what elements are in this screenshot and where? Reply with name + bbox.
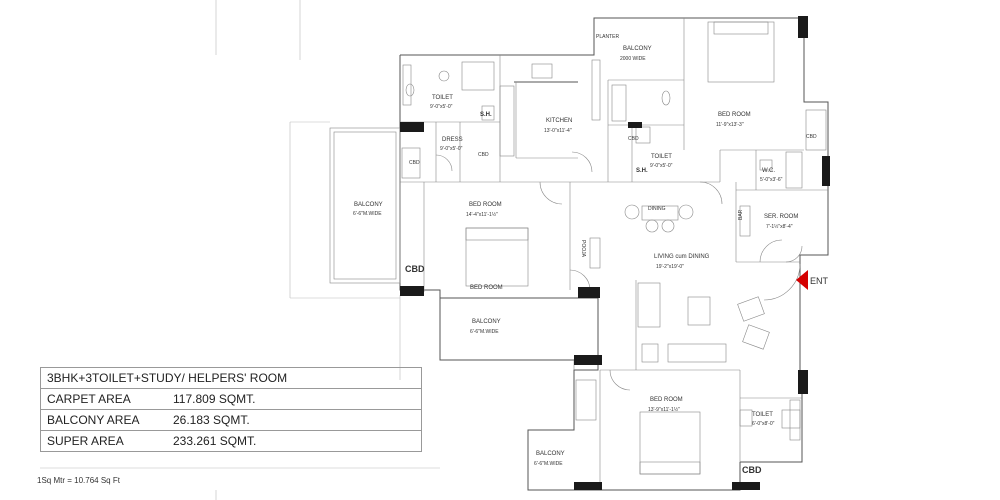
- bed-room-ne-dim: 11'-9"x13'-3": [716, 122, 744, 128]
- entry-label: ENT: [810, 276, 829, 286]
- carpet-area-value: 117.809 SQMT.: [167, 388, 422, 410]
- tag-labels: CBD CBD CBD CBD CBD CBD POOJA BAR ENT: [405, 134, 829, 475]
- area-row-carpet: CARPET AREA 117.809 SQMT.: [40, 388, 422, 410]
- conversion-note: 1Sq Mtr = 10.764 Sq Ft: [37, 476, 120, 485]
- balcony-mid-dim: 6'-6"M.WIDE: [470, 329, 499, 335]
- balcony-sw-dim: 6'-6"M.WIDE: [534, 461, 563, 467]
- balcony-sw-label: BALCONY: [536, 451, 565, 457]
- area-table: 3BHK+3TOILET+STUDY/ HELPERS' ROOM CARPET…: [40, 367, 422, 452]
- balcony-west-dim: 6'-6"M.WIDE: [353, 211, 382, 217]
- balcony-mid-label: BALCONY: [472, 319, 501, 325]
- bed-room-s-label: BED ROOM: [650, 397, 683, 403]
- wc-label: W.C.: [762, 168, 775, 174]
- kitchen-label: KITCHEN: [546, 118, 572, 124]
- cbd-label-bedroom: CBD: [806, 134, 817, 140]
- toilet-2-dim: 9'-0"x5'-0": [650, 163, 673, 169]
- super-area-value: 233.261 SQMT.: [167, 430, 422, 452]
- balcony-west: [329, 127, 401, 284]
- outer-walls: [399, 17, 829, 491]
- balcony-top-dim: 2000 WIDE: [620, 56, 646, 62]
- bed-room-ne-label: BED ROOM: [718, 112, 751, 118]
- area-table-title-row: 3BHK+3TOILET+STUDY/ HELPERS' ROOM: [40, 367, 422, 389]
- carpet-area-label: CARPET AREA: [40, 388, 167, 410]
- cbd-label-toilet: CBD: [478, 152, 489, 158]
- bed-room-s-dim: 13'-9"x11'-1½": [648, 406, 680, 413]
- cbd-label-toilet-2: CBD: [628, 136, 639, 142]
- sh-2-label: S.H.: [636, 168, 648, 174]
- area-row-super: SUPER AREA 233.261 SQMT.: [40, 430, 422, 452]
- cbd-label-south: CBD: [742, 465, 762, 475]
- bed-room-mid-label: BED ROOM: [469, 202, 502, 208]
- toilet-1-dim: 9'-0"x5'-0": [430, 104, 453, 110]
- super-area-label: SUPER AREA: [40, 430, 167, 452]
- planter-label: PLANTER: [596, 34, 619, 40]
- beds: [465, 21, 775, 475]
- wc-dim: 5'-0"x3'-6": [760, 177, 783, 183]
- cbd-label-dress: CBD: [409, 160, 420, 166]
- furniture: [589, 204, 770, 363]
- bed-room-mid-dim: 14'-4"x11'-1½": [466, 211, 498, 218]
- kitchen-dim: 13'-0"x11'-4": [544, 128, 572, 134]
- balcony-area-label: BALCONY AREA: [40, 409, 167, 431]
- interior-walls: [400, 18, 828, 490]
- sh-1-label: S.H.: [480, 112, 492, 118]
- toilet-2-label: TOILET: [651, 154, 672, 160]
- toilet-3-dim: 6'-0"x8'-0": [752, 421, 775, 427]
- toilet-1-label: TOILET: [432, 95, 453, 101]
- dining-label: DINING: [648, 206, 666, 212]
- windows: [401, 59, 827, 441]
- fixtures: [405, 61, 801, 429]
- area-row-balcony: BALCONY AREA 26.183 SQMT.: [40, 409, 422, 431]
- entry-arrow-icon: [796, 270, 808, 290]
- bed-room-mid-sub-label: BED ROOM: [470, 285, 503, 291]
- cbd-label-west: CBD: [405, 264, 425, 274]
- columns: [400, 16, 830, 490]
- ser-room-label: SER. ROOM: [764, 214, 798, 220]
- living-dining-label: LIVING cum DINING: [654, 254, 710, 260]
- dress-label: DRESS: [442, 137, 463, 143]
- dress-dim: 9'-0"x5'-0": [440, 146, 463, 152]
- ser-room-dim: 7'-1½"x8'-4": [766, 223, 793, 230]
- bar-label: BAR: [738, 209, 744, 220]
- living-dining-dim: 19'-2"x19'-0": [656, 264, 684, 270]
- room-labels: BALCONY 2000 WIDE PLANTER TOILET 9'-0"x5…: [353, 34, 798, 467]
- balcony-area-value: 26.183 SQMT.: [167, 409, 422, 431]
- pooja-label: POOJA: [580, 240, 586, 258]
- balcony-west-label: BALCONY: [354, 202, 383, 208]
- area-table-title: 3BHK+3TOILET+STUDY/ HELPERS' ROOM: [40, 367, 422, 389]
- toilet-3-label: TOILET: [752, 412, 773, 418]
- balcony-top-label: BALCONY: [623, 46, 652, 52]
- site-lines: [40, 0, 440, 500]
- doors: [435, 151, 803, 391]
